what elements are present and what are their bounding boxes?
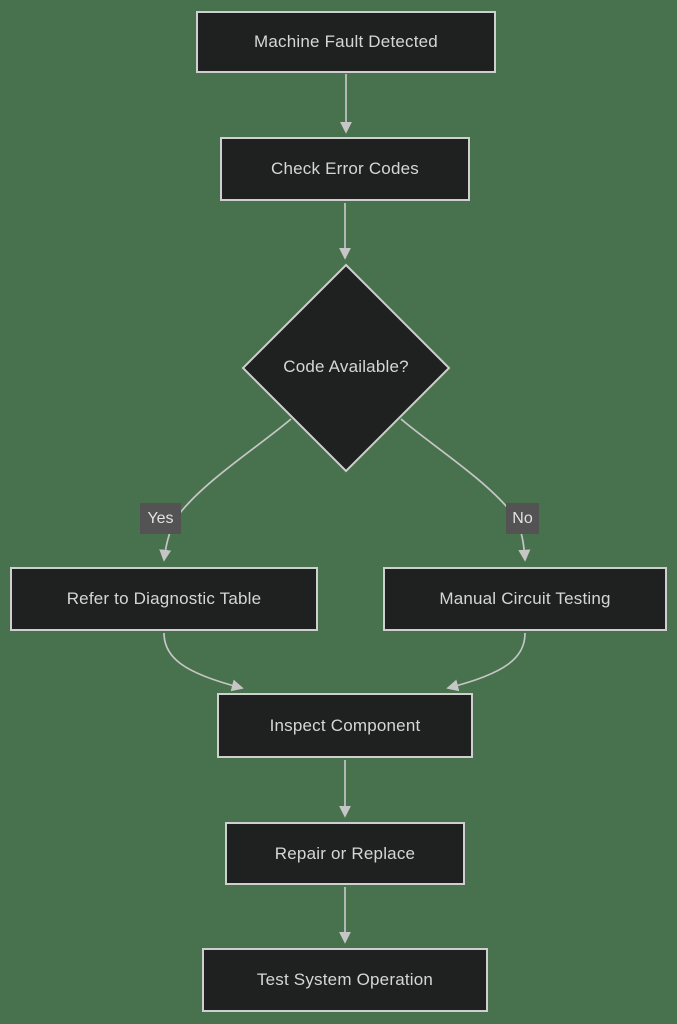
decision-code-available-label: Code Available? — [283, 357, 409, 376]
node-refer-to-diagnostic-table: Refer to Diagnostic Table — [10, 567, 318, 631]
decision-diamond-shape — [241, 263, 451, 473]
node-machine-fault-detected: Machine Fault Detected — [196, 11, 496, 73]
edge-label-yes: Yes — [140, 503, 181, 534]
node-repair-or-replace: Repair or Replace — [225, 822, 465, 885]
edge-manual-inspect — [446, 632, 526, 692]
node-test-system-operation: Test System Operation — [202, 948, 488, 1012]
node-check-error-codes: Check Error Codes — [220, 137, 470, 201]
edge-decision-manual — [400, 418, 531, 562]
node-manual-circuit-testing: Manual Circuit Testing — [383, 567, 667, 631]
node-inspect-component: Inspect Component — [217, 693, 473, 758]
edge-label-no: No — [506, 503, 539, 534]
edge-decision-refer — [159, 418, 292, 562]
edge-refer-inspect — [163, 632, 244, 692]
